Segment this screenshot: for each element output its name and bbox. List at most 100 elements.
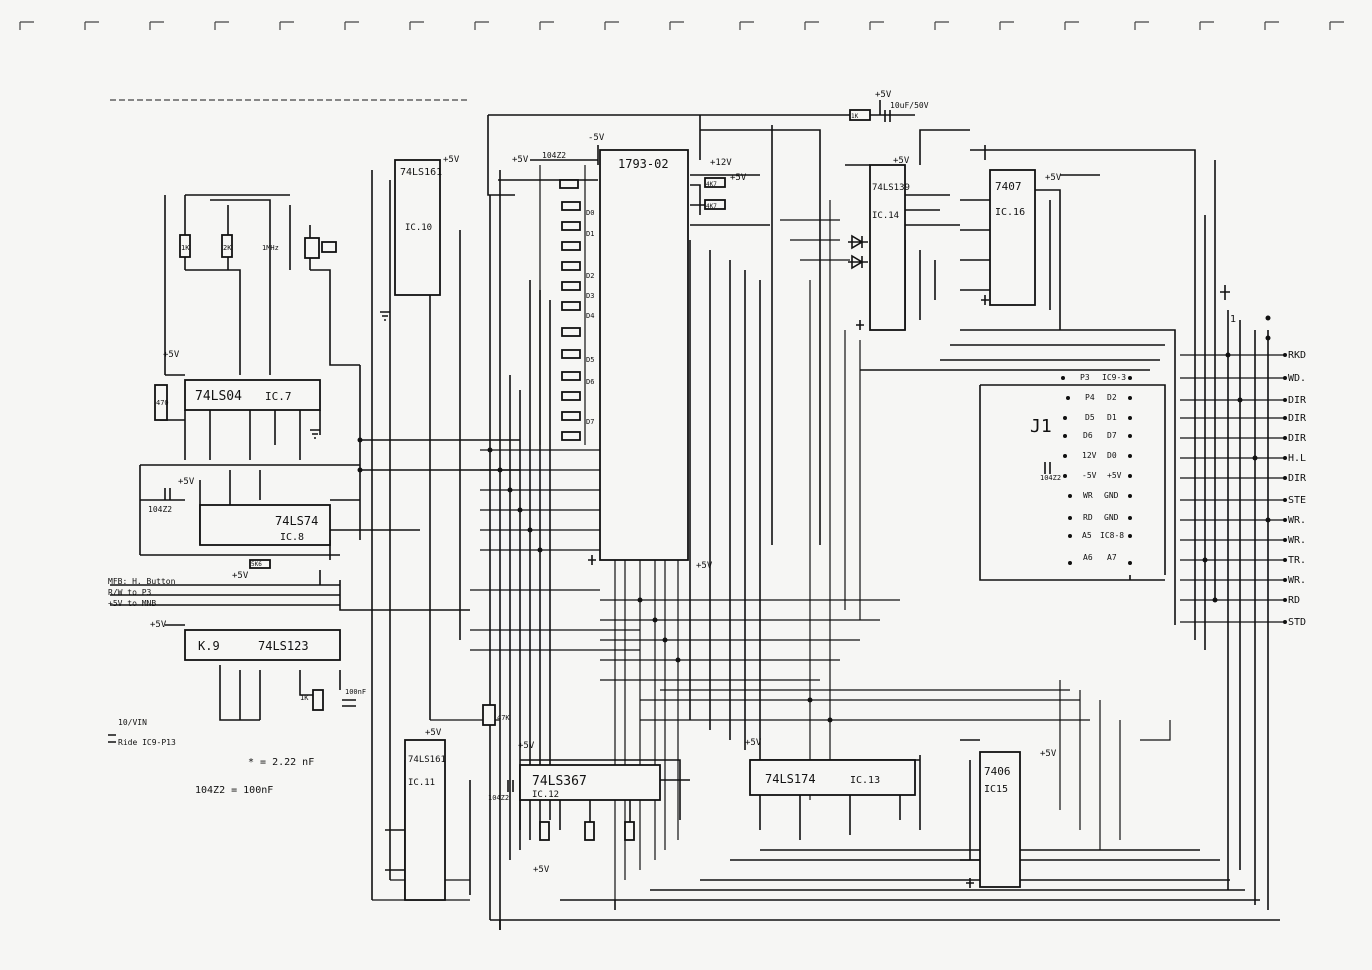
dbus-label: D7: [586, 418, 594, 426]
resistors: [154, 109, 871, 841]
cap-1793-value: 104Z2: [542, 151, 566, 160]
cap-top-value: 10uF/50V: [890, 101, 929, 110]
ic11-part: 74LS161: [408, 755, 446, 765]
j1-pin-right: IC8-8: [1100, 531, 1124, 540]
note-vin-1: 10/VIN: [118, 718, 147, 727]
ic9-chip: K.9 74LS123: [184, 629, 341, 661]
dbus-labels: D0 D1 D2 D3 D4 D5 D6 D7: [586, 209, 594, 426]
edge-pins: [1265, 315, 1287, 624]
j1-pin-left: -5V: [1082, 471, 1097, 480]
ic16-ref: IC.16: [995, 207, 1025, 218]
supply-ic9: +5V: [150, 620, 167, 630]
edge-label: DIR: [1288, 395, 1307, 406]
j1-pin-right: D7: [1107, 431, 1117, 440]
dbus-label: D3: [586, 292, 594, 300]
resistor: [179, 234, 191, 258]
resistor: [704, 177, 726, 188]
crystal: [304, 237, 337, 259]
ic12-chip: 74LS367 IC.12: [519, 764, 661, 801]
dbus-label: D6: [586, 378, 594, 386]
fdc-part: 1793-02: [618, 157, 669, 171]
j1-pin-right: D0: [1107, 451, 1117, 460]
j1-pin-left: RD: [1083, 513, 1093, 522]
r-top-value: 1K: [851, 113, 859, 120]
note-star: * = 2.22 nF: [248, 757, 314, 768]
ic15-ref: IC15: [984, 784, 1008, 795]
supply-ic10: +5V: [443, 155, 460, 165]
ic7-ref: IC.7: [265, 390, 292, 403]
edge-label: WR.: [1288, 535, 1306, 546]
xtal-value: 1MHz: [262, 244, 279, 252]
supply-left-mid: +5V: [232, 571, 249, 581]
ic9-ref: K.9: [198, 639, 220, 653]
ic16-chip: 7407 IC.16: [989, 169, 1036, 306]
resistor: [154, 384, 168, 421]
supply-fdc-12v: +12V: [710, 158, 732, 168]
ground-symbols: [310, 295, 989, 888]
j1-pin-left: 12V: [1082, 451, 1097, 460]
j1-pin-right: A7: [1107, 553, 1117, 562]
edge-label: DIR: [1288, 413, 1307, 424]
diodes: [848, 234, 868, 270]
r-ic7-value: 470: [156, 399, 169, 407]
binder-marks: [19, 21, 1344, 101]
resistor: [539, 821, 550, 841]
component-values: 1K 1K 2K 1MHz 470 104Z2 5K6 104Z2 4K7 4K…: [148, 113, 859, 802]
wiring: [110, 100, 1285, 930]
edge-label: TR.: [1288, 555, 1306, 566]
cap-100nf-value: 100nF: [345, 688, 366, 696]
ic15-chip: 7406 IC15: [979, 751, 1021, 888]
supply-fdc-left: +5V: [512, 155, 529, 165]
resistor-ladder: [559, 179, 581, 441]
ic14-part: 74LS139: [872, 183, 910, 193]
edge-label: DIR: [1288, 433, 1307, 444]
ic14-ref: IC.14: [872, 211, 899, 221]
notes: 10/VIN Ride IC9-P13 * = 2.22 nF 104Z2 = …: [108, 718, 314, 796]
r-2k-value: 2K: [223, 244, 232, 252]
resistor: [221, 234, 233, 258]
connector-j1: J1 104Z2 P3 IC9-3 P4 D2 D5 D1 D6 D7 12V …: [1030, 373, 1132, 565]
j1-pin-left: WR: [1083, 491, 1093, 500]
supply-ic15: +5V: [1040, 749, 1057, 759]
left-signal-3: +5V to MNB: [108, 599, 156, 608]
resistor: [584, 821, 595, 841]
supply-ic13: +5V: [745, 738, 762, 748]
j1-pin-left: A6: [1083, 553, 1093, 562]
ic13-ref: IC.13: [850, 775, 880, 786]
ic14-chip: 74LS139 IC.14: [869, 164, 910, 331]
j1-name: J1: [1030, 416, 1052, 437]
ic10-part: 74LS161: [400, 167, 442, 178]
ic10-chip: 74LS161 IC.10: [394, 159, 442, 296]
junctions: [357, 352, 1271, 723]
edge-label: WR.: [1288, 515, 1306, 526]
ic11-ref: IC.11: [408, 778, 435, 788]
edge-label: H.L: [1288, 453, 1306, 464]
dbus-label: D4: [586, 312, 594, 320]
left-signal-2: R/W to P3: [108, 588, 152, 597]
left-signal-1: MFB: H. Button: [108, 577, 176, 586]
dbus-label: D1: [586, 230, 594, 238]
supply-ic7: +5V: [163, 350, 180, 360]
supply-ic11: +5V: [425, 728, 442, 738]
note-vin-2: Ride IC9-P13: [118, 738, 176, 747]
ic13-chip: 74LS174 IC.13: [749, 759, 916, 796]
left-signal-labels: MFB: H. Button R/W to P3 +5V to MNB: [108, 577, 176, 608]
j1-pin-left: P3: [1080, 373, 1090, 382]
j1-cap: 104Z2: [1040, 474, 1061, 482]
j1-pin-left: P4: [1085, 393, 1095, 402]
ic10-ref: IC.10: [405, 223, 432, 233]
supply-labels: +5V 10uF/50V +5V +5V -5V +12V +5V +5V +5…: [150, 90, 1062, 875]
supply-fdc-right: +5V: [730, 173, 747, 183]
dbus-label: D2: [586, 272, 594, 280]
dbus-label: D0: [586, 209, 594, 217]
supply-pots: +5V: [533, 865, 550, 875]
ic8-part: 74LS74: [275, 514, 318, 528]
j1-pin-right: IC9-3: [1102, 373, 1126, 382]
supply-ic8: +5V: [178, 477, 195, 487]
edge-label: DIR: [1288, 473, 1307, 484]
ic13-part: 74LS174: [765, 772, 816, 786]
edge-label: STE: [1288, 495, 1306, 506]
j1-pin-left: A5: [1082, 531, 1092, 540]
resistor: [249, 559, 271, 569]
j1-pin-right: GND: [1104, 491, 1119, 500]
